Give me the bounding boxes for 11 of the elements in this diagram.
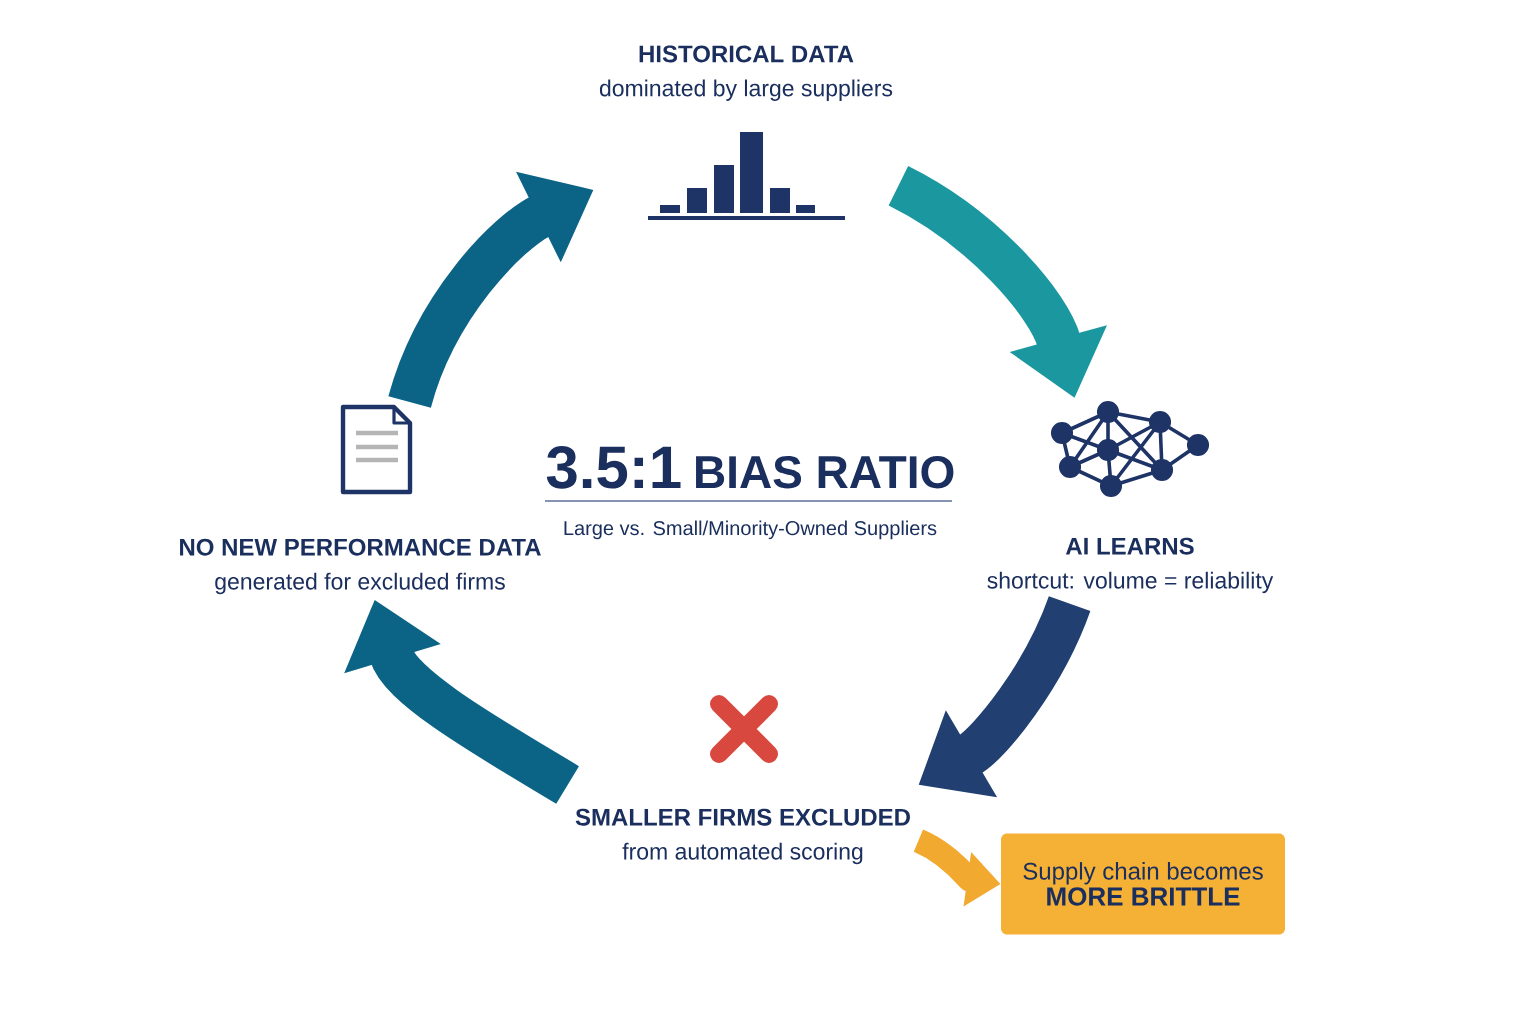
result-box: Supply chain becomes MORE BRITTLE — [1001, 833, 1285, 935]
step-caption: shortcut: volume = reliability — [987, 571, 1274, 594]
ratio-number: 3.5:1 — [546, 446, 681, 489]
ratio-subtitle: Large vs. Small/Minority-Owned Suppliers — [564, 520, 937, 540]
step-caption: from automated scoring — [622, 842, 863, 865]
step-caption: generated for excluded firms — [215, 572, 505, 595]
step-heading: AI LEARNS — [1065, 537, 1194, 555]
step-heading: SMALLER FIRMS EXCLUDED — [575, 808, 910, 826]
step-heading: HISTORICAL DATA — [639, 45, 854, 63]
step-caption: dominated by large suppliers — [599, 79, 893, 101]
step-heading: NO NEW PERFORMANCE DATA — [180, 538, 541, 556]
